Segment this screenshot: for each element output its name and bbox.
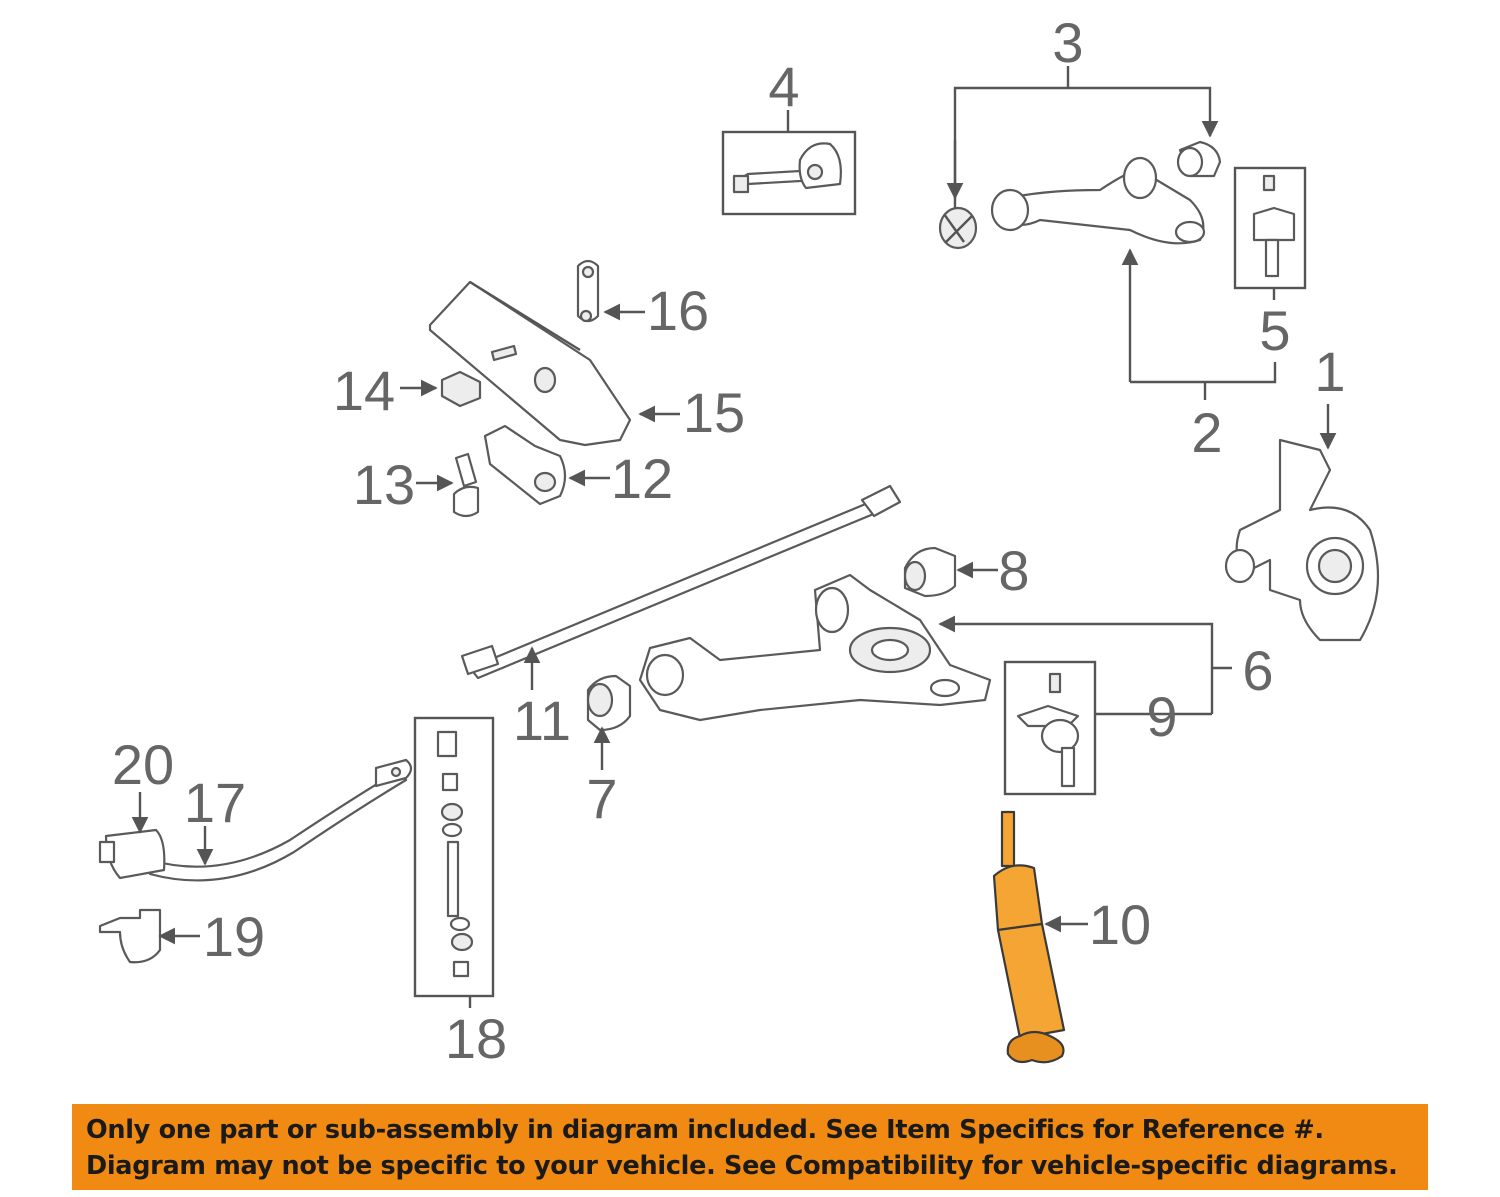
part-3-bushings[interactable] [938,66,1222,250]
callout-5: 5 [1259,299,1290,362]
callout-10: 10 [1089,893,1151,956]
suspension-parts-diagram: 1 2 3 4 5 6 7 8 9 10 11 12 13 14 15 16 1… [98,11,1380,1070]
disclaimer-line-1: Only one part or sub-assembly in diagram… [86,1115,1324,1145]
callout-20: 20 [112,733,174,796]
callout-3: 3 [1052,11,1083,74]
callout-16: 16 [647,279,709,342]
part-20-bushing[interactable] [98,792,166,880]
callout-11: 11 [513,689,571,752]
disclaimer-banner: Only one part or sub-assembly in diagram… [72,1104,1428,1190]
part-12-bracket[interactable] [483,424,610,506]
part-7-bushing[interactable] [586,674,632,770]
callout-2: 2 [1191,401,1222,464]
callout-12: 12 [611,447,673,510]
part-15-frame-bracket[interactable] [428,280,680,447]
callout-1: 1 [1314,340,1345,403]
part-13-bolt[interactable] [416,452,480,518]
callout-8: 8 [998,539,1029,602]
callout-15: 15 [683,381,745,444]
callout-19: 19 [203,905,265,968]
part-4-cam-bolt-kit[interactable] [721,110,857,216]
part-9-lower-ball-joint[interactable] [1003,660,1212,796]
callout-14: 14 [333,359,395,422]
part-2-upper-control-arm[interactable] [990,156,1277,400]
part-18-stabilizer-link-kit[interactable] [413,716,495,1008]
callout-7: 7 [586,767,617,830]
part-8-bushing[interactable] [903,546,998,598]
part-14-bump-stop[interactable] [400,370,482,408]
part-10-shock-absorber[interactable] [992,810,1088,1064]
callout-18: 18 [445,1007,507,1070]
part-6-lower-control-arm[interactable] [638,573,1232,722]
callout-13: 13 [353,453,415,516]
part-1-steering-knuckle[interactable] [1224,404,1380,642]
callout-6: 6 [1242,639,1273,702]
callout-4: 4 [768,55,799,118]
callout-17: 17 [184,771,246,834]
callout-9: 9 [1146,685,1177,748]
part-17-stabilizer-bar[interactable] [148,758,413,882]
part-11-strut-rod[interactable] [460,484,902,690]
part-16-link[interactable] [576,259,645,323]
part-19-bracket[interactable] [98,908,200,964]
part-5-upper-ball-joint[interactable] [1233,166,1307,300]
disclaimer-line-2: Diagram may not be specific to your vehi… [86,1151,1398,1181]
